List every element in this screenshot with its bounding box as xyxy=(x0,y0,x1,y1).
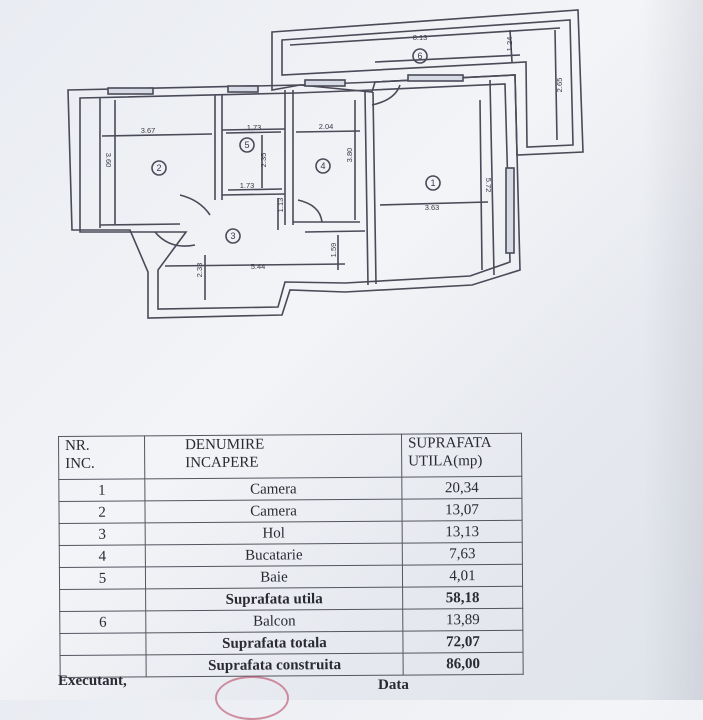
dim-room4-width: 2.04 xyxy=(319,122,334,131)
row-name: Hol xyxy=(145,521,403,545)
data-label: Data xyxy=(378,677,409,693)
row-nr: 2 xyxy=(58,500,146,524)
dim-room2-height: 3.60 xyxy=(104,153,113,168)
document-sheet: 2 5 4 1 3 6 8.13 1.24 2.65 3.67 3.60 1.7… xyxy=(58,0,703,720)
stamp xyxy=(215,676,289,720)
dim-balcony-width: 1.24 xyxy=(505,37,514,52)
dim-room5-height: 2.35 xyxy=(259,153,268,168)
floor-plan: 2 5 4 1 3 6 8.13 1.24 2.65 3.67 3.60 1.7… xyxy=(67,9,584,319)
row-nr xyxy=(59,632,147,656)
row-name: Baie xyxy=(145,565,403,589)
room-number-5: 5 xyxy=(244,140,249,150)
dim-hall-side: 1.13 xyxy=(276,198,285,213)
room-number-2: 2 xyxy=(156,163,161,173)
row-nr: 5 xyxy=(59,566,146,590)
row-name: Suprafata utila xyxy=(145,587,403,611)
room-3-circle xyxy=(225,228,241,244)
row-name: Camera xyxy=(144,499,403,523)
dim-hall-right: 1.59 xyxy=(329,243,338,258)
row-area: 72,07 xyxy=(402,630,524,654)
room-number-4: 4 xyxy=(320,161,325,171)
dim-balcony-length: 8.13 xyxy=(413,33,428,42)
header-area-line2: UTILA(mp) xyxy=(408,453,483,470)
table-header-row: NR. INC. DENUMIRE INCAPERE SUPRAFATA UTI… xyxy=(58,433,522,480)
header-name: DENUMIRE INCAPERE xyxy=(144,434,402,479)
dim-hall-length: 5.44 xyxy=(251,262,266,271)
room-2-circle xyxy=(151,160,167,176)
row-area: 58,18 xyxy=(402,586,523,610)
row-area: 13,13 xyxy=(402,520,523,544)
header-area-line1: SUPRAFATA xyxy=(408,434,492,452)
rooms-table-wrap: NR. INC. DENUMIRE INCAPERE SUPRAFATA UTI… xyxy=(58,433,524,678)
room-number-3: 3 xyxy=(230,231,235,241)
header-nr-line1: NR. xyxy=(65,437,90,454)
row-area: 13,07 xyxy=(401,498,523,522)
executant-label: Executant, xyxy=(58,673,127,689)
row-name: Balcon xyxy=(145,609,403,633)
room-5-circle xyxy=(239,137,255,153)
row-area: 4,01 xyxy=(402,564,523,588)
header-name-line1: DENUMIRE xyxy=(185,436,265,454)
dim-room2-width: 3.67 xyxy=(141,126,156,135)
rooms-table: NR. INC. DENUMIRE INCAPERE SUPRAFATA UTI… xyxy=(58,433,524,678)
dim-balcony-side: 2.65 xyxy=(555,78,564,93)
room-6-circle xyxy=(412,48,428,64)
row-name: Suprafata totala xyxy=(145,631,404,655)
dim-room1-width: 3.63 xyxy=(425,203,440,212)
row-name: Camera xyxy=(144,477,402,501)
row-name: Bucatarie xyxy=(145,543,403,567)
dim-room1-height: 5.72 xyxy=(484,178,493,193)
dim-room5-width: 1.73 xyxy=(247,123,262,132)
row-area: 86,00 xyxy=(403,652,524,676)
room-number-6: 6 xyxy=(417,51,422,61)
row-name: Suprafata construita xyxy=(146,653,404,677)
room-4-circle xyxy=(315,158,331,174)
room-number-1: 1 xyxy=(430,178,435,188)
header-name-line2: INCAPERE xyxy=(185,454,259,472)
dim-room4-height: 3.80 xyxy=(345,148,354,163)
room-1-circle xyxy=(425,175,441,191)
page-shadow xyxy=(643,0,703,700)
header-area: SUPRAFATA UTILA(mp) xyxy=(401,433,522,478)
row-nr: 6 xyxy=(59,610,146,634)
dim-hall-depth: 2.33 xyxy=(195,263,204,278)
row-area: 20,34 xyxy=(401,476,522,500)
row-nr: 1 xyxy=(58,478,145,502)
row-area: 7,63 xyxy=(402,542,523,566)
row-area: 13,89 xyxy=(402,608,523,632)
row-nr: 3 xyxy=(59,522,146,546)
header-nr-line2: INC. xyxy=(65,455,95,472)
inner-wall xyxy=(79,83,511,310)
row-nr: 4 xyxy=(59,544,146,568)
row-nr xyxy=(59,588,146,612)
dim-hall-top: 1.73 xyxy=(240,181,255,190)
header-nr: NR. INC. xyxy=(58,435,145,480)
